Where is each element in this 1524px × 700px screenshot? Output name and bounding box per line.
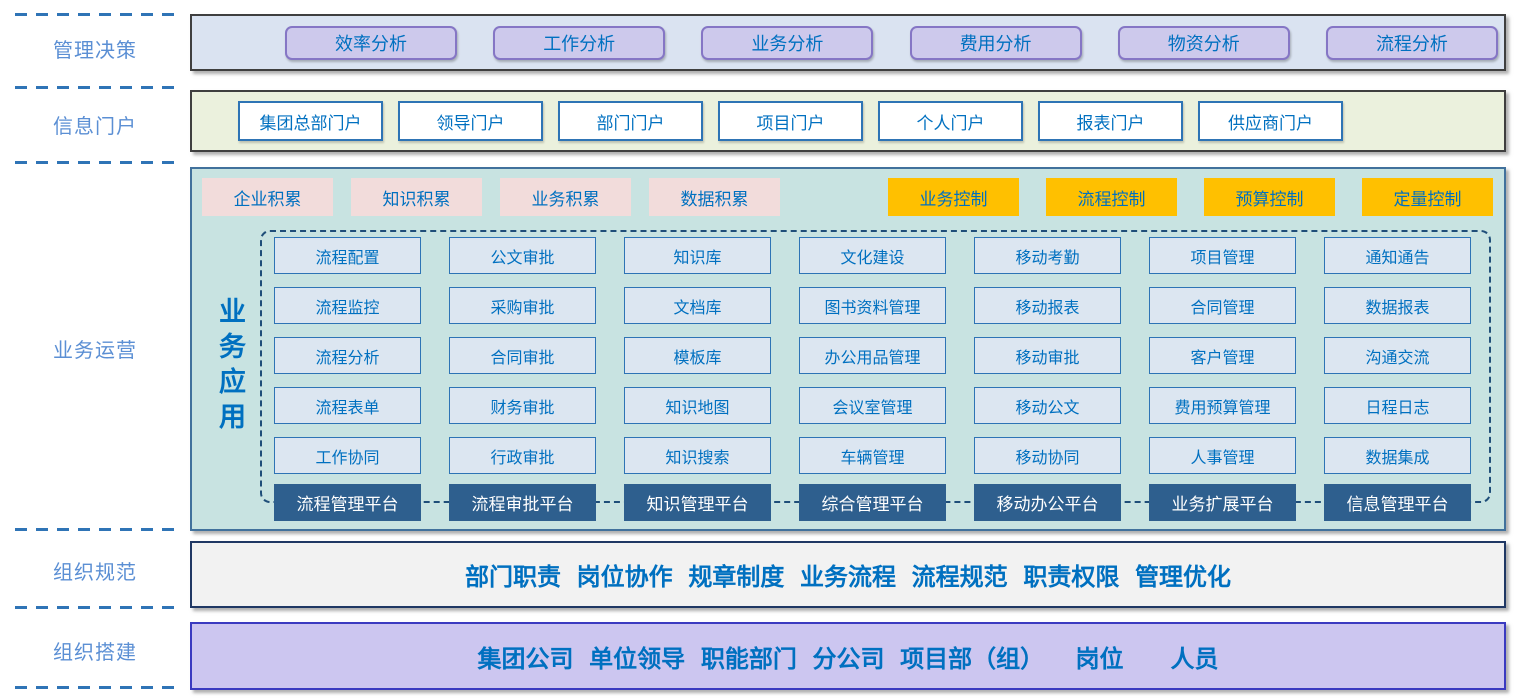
build-text: 集团公司 单位领导 职能部门 分公司 项目部（组） 岗位 人员 (477, 645, 1219, 673)
app-cell[interactable]: 移动报表 (974, 287, 1121, 324)
app-column-information: 通知通告数据报表沟通交流日程日志数据集成 (1324, 237, 1471, 474)
app-cell[interactable]: 合同审批 (449, 337, 596, 374)
app-cell[interactable]: 文档库 (624, 287, 771, 324)
app-column-comprehensive: 文化建设图书资料管理办公用品管理会议室管理车辆管理 (799, 237, 946, 474)
portal-button[interactable]: 个人门户 (878, 101, 1023, 141)
app-cell[interactable]: 知识库 (624, 237, 771, 274)
dashed-divider (15, 13, 176, 16)
app-cell[interactable]: 移动考勤 (974, 237, 1121, 274)
decision-analysis-row: 效率分析 工作分析 业务分析 费用分析 物资分析 流程分析 (190, 14, 1506, 71)
app-cell[interactable]: 合同管理 (1149, 287, 1296, 324)
app-cell[interactable]: 知识地图 (624, 387, 771, 424)
app-cell[interactable]: 通知通告 (1324, 237, 1471, 274)
app-cell[interactable]: 知识搜索 (624, 437, 771, 474)
app-cell[interactable]: 项目管理 (1149, 237, 1296, 274)
app-cell[interactable]: 移动公文 (974, 387, 1121, 424)
control-chip[interactable]: 业务控制 (888, 178, 1019, 216)
app-cell[interactable]: 流程表单 (274, 387, 421, 424)
platform-bar[interactable]: 业务扩展平台 (1149, 484, 1296, 521)
portal-button[interactable]: 领导门户 (398, 101, 543, 141)
accumulation-chip[interactable]: 数据积累 (649, 178, 780, 216)
app-cell[interactable]: 办公用品管理 (799, 337, 946, 374)
app-cell[interactable]: 人事管理 (1149, 437, 1296, 474)
app-column-knowledge: 知识库文档库模板库知识地图知识搜索 (624, 237, 771, 474)
accumulation-control-row: 企业积累 知识积累 业务积累 数据积累 业务控制 流程控制 预算控制 定量控制 (202, 178, 1493, 216)
app-cell[interactable]: 采购审批 (449, 287, 596, 324)
dashed-divider (15, 528, 176, 531)
platform-row: 流程管理平台 流程审批平台 知识管理平台 综合管理平台 移动办公平台 业务扩展平… (274, 484, 1471, 521)
portal-button[interactable]: 集团总部门户 (238, 101, 383, 141)
norms-text: 部门职责 岗位协作 规章制度 业务流程 流程规范 职责权限 管理优化 (464, 564, 1231, 591)
rail-label-decision: 管理决策 (53, 40, 137, 62)
platform-bar[interactable]: 信息管理平台 (1324, 484, 1471, 521)
app-column-process: 流程配置流程监控流程分析流程表单工作协同 (274, 237, 421, 474)
app-cell[interactable]: 文化建设 (799, 237, 946, 274)
app-cell[interactable]: 财务审批 (449, 387, 596, 424)
business-operations-panel: 企业积累 知识积累 业务积累 数据积累 业务控制 流程控制 预算控制 定量控制 … (190, 167, 1506, 531)
app-vertical-label: 业务应用 (215, 297, 245, 437)
platform-bar[interactable]: 流程审批平台 (449, 484, 596, 521)
analysis-button[interactable]: 业务分析 (701, 25, 874, 60)
portal-button[interactable]: 部门门户 (558, 101, 703, 141)
app-cell[interactable]: 会议室管理 (799, 387, 946, 424)
portal-button[interactable]: 报表门户 (1038, 101, 1183, 141)
app-cell[interactable]: 公文审批 (449, 237, 596, 274)
rail-label-build: 组织搭建 (53, 642, 137, 664)
rail-label-portal: 信息门户 (53, 116, 137, 138)
app-cell[interactable]: 日程日志 (1324, 387, 1471, 424)
app-grid-columns: 流程配置流程监控流程分析流程表单工作协同 公文审批采购审批合同审批财务审批行政审… (262, 232, 1489, 474)
app-grid: 流程配置流程监控流程分析流程表单工作协同 公文审批采购审批合同审批财务审批行政审… (260, 230, 1491, 521)
control-group: 业务控制 流程控制 预算控制 定量控制 (861, 178, 1493, 216)
rail-label-operations: 业务运营 (53, 340, 137, 362)
app-column-mobile: 移动考勤移动报表移动审批移动公文移动协同 (974, 237, 1121, 474)
app-cell[interactable]: 数据集成 (1324, 437, 1471, 474)
analysis-button[interactable]: 费用分析 (909, 25, 1082, 60)
app-cell[interactable]: 工作协同 (274, 437, 421, 474)
analysis-button[interactable]: 效率分析 (285, 25, 457, 60)
control-chip[interactable]: 预算控制 (1204, 178, 1335, 216)
dashed-divider (15, 86, 176, 89)
build-row: 集团公司 单位领导 职能部门 分公司 项目部（组） 岗位 人员 (190, 622, 1506, 690)
platform-bar[interactable]: 流程管理平台 (274, 484, 421, 521)
app-cell[interactable]: 模板库 (624, 337, 771, 374)
portal-button[interactable]: 项目门户 (718, 101, 863, 141)
app-cell[interactable]: 费用预算管理 (1149, 387, 1296, 424)
portal-row: 集团总部门户 领导门户 部门门户 项目门户 个人门户 报表门户 供应商门户 (190, 90, 1506, 152)
control-chip[interactable]: 定量控制 (1362, 178, 1493, 216)
analysis-button[interactable]: 工作分析 (493, 25, 666, 60)
app-cell[interactable]: 客户管理 (1149, 337, 1296, 374)
analysis-button[interactable]: 流程分析 (1325, 25, 1498, 60)
app-cell[interactable]: 图书资料管理 (799, 287, 946, 324)
portal-button[interactable]: 供应商门户 (1198, 101, 1343, 141)
norms-row: 部门职责 岗位协作 规章制度 业务流程 流程规范 职责权限 管理优化 (190, 541, 1506, 608)
app-cell[interactable]: 行政审批 (449, 437, 596, 474)
dashed-divider (15, 606, 176, 609)
app-cell[interactable]: 流程监控 (274, 287, 421, 324)
accumulation-group: 企业积累 知识积累 业务积累 数据积累 (202, 178, 798, 216)
analysis-button[interactable]: 物资分析 (1117, 25, 1290, 60)
app-cell[interactable]: 移动协同 (974, 437, 1121, 474)
app-cell[interactable]: 移动审批 (974, 337, 1121, 374)
app-cell[interactable]: 车辆管理 (799, 437, 946, 474)
platform-bar[interactable]: 知识管理平台 (624, 484, 771, 521)
platform-bar[interactable]: 综合管理平台 (799, 484, 946, 521)
app-cell[interactable]: 数据报表 (1324, 287, 1471, 324)
accumulation-chip[interactable]: 知识积累 (351, 178, 482, 216)
accumulation-chip[interactable]: 业务积累 (500, 178, 631, 216)
control-chip[interactable]: 流程控制 (1046, 178, 1177, 216)
dashed-divider (15, 161, 176, 164)
accumulation-chip[interactable]: 企业积累 (202, 178, 333, 216)
platform-bar[interactable]: 移动办公平台 (974, 484, 1121, 521)
app-column-extension: 项目管理合同管理客户管理费用预算管理人事管理 (1149, 237, 1296, 474)
app-cell[interactable]: 流程配置 (274, 237, 421, 274)
app-cell[interactable]: 沟通交流 (1324, 337, 1471, 374)
app-column-approval: 公文审批采购审批合同审批财务审批行政审批 (449, 237, 596, 474)
dashed-divider (15, 686, 176, 689)
app-cell[interactable]: 流程分析 (274, 337, 421, 374)
rail-label-norms: 组织规范 (53, 562, 137, 584)
